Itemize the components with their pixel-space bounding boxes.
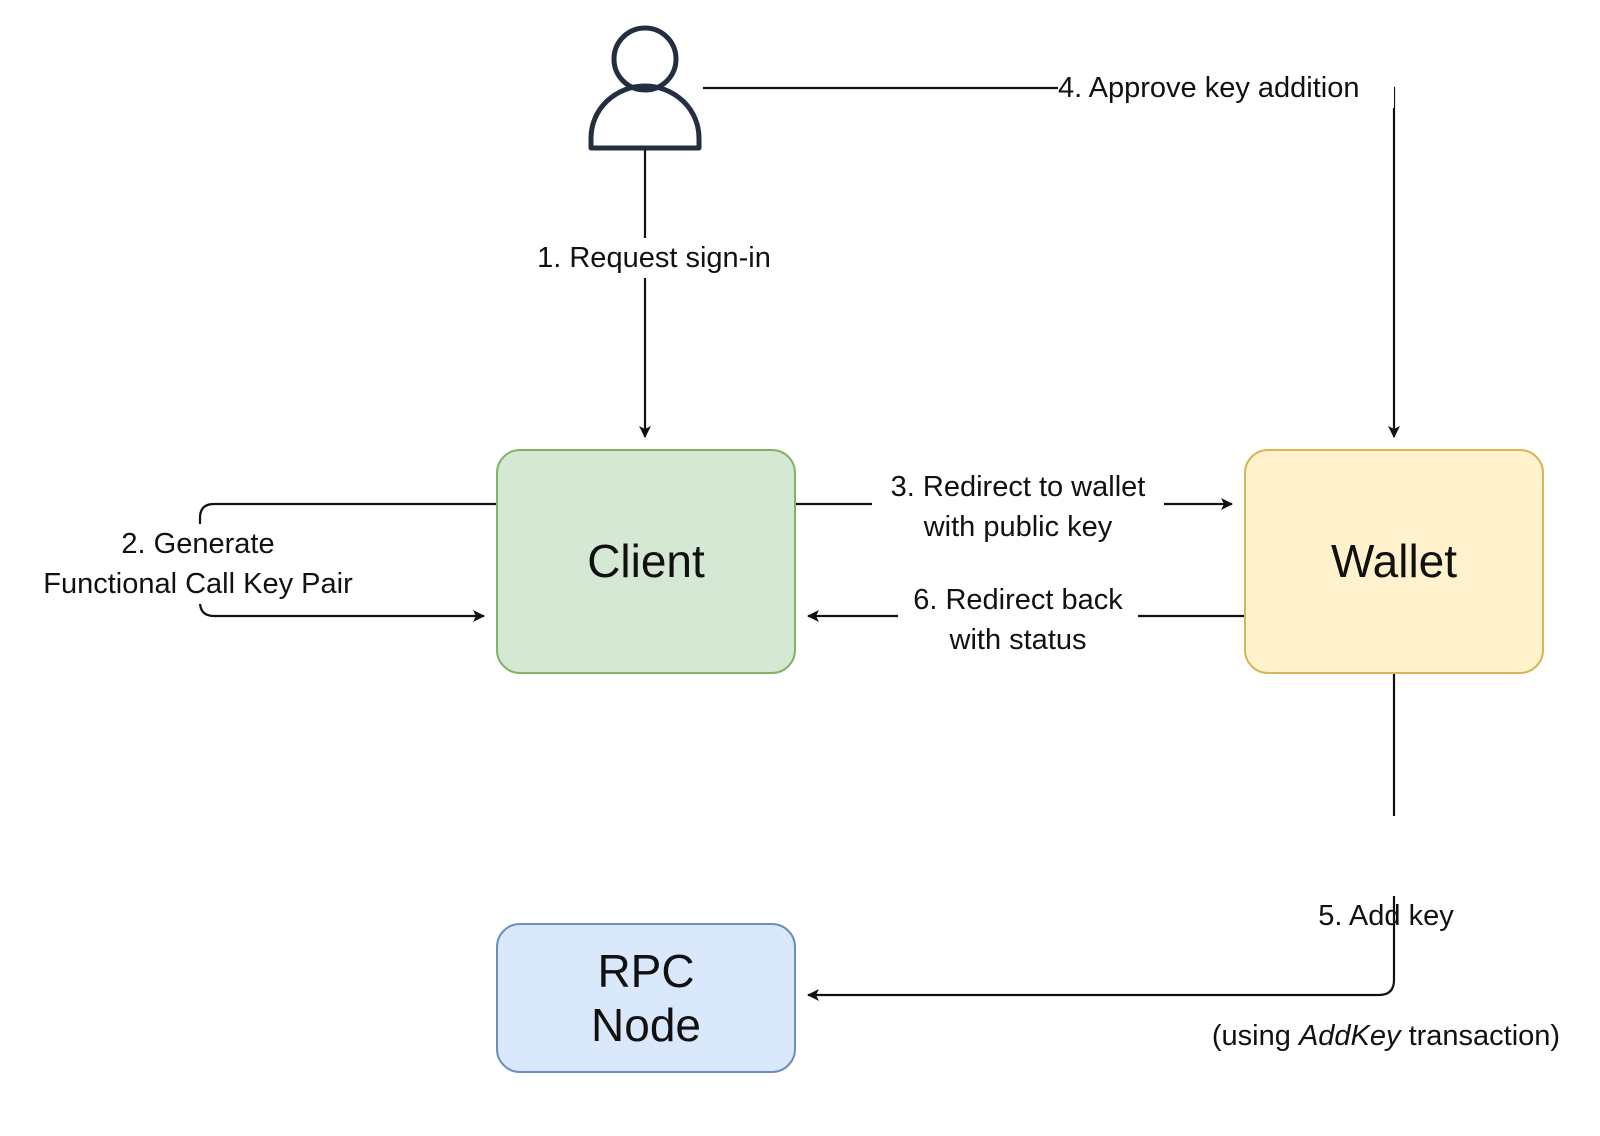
client-node: Client — [496, 449, 796, 674]
rpc-node: RPC Node — [496, 923, 796, 1073]
edge-approve-key — [703, 86, 1400, 438]
edge-label-generate-keypair: 2. Generate Functional Call Key Pair — [24, 524, 372, 604]
edge-label-add-key: 5. Add key (using AddKey transaction) — [1190, 816, 1582, 1052]
add-key-prefix: (using — [1211, 1020, 1299, 1052]
wallet-node: Wallet — [1244, 449, 1544, 674]
user-icon — [588, 25, 702, 151]
rpc-node-label: RPC Node — [591, 944, 701, 1051]
edge-label-approve-key: 4. Approve key addition — [1058, 68, 1394, 108]
sign-in-flow-diagram: Client Wallet RPC Node 1. Request sign-i… — [24, 25, 1582, 1073]
add-key-line-2: (using AddKey transaction) — [1190, 1016, 1582, 1056]
edge-label-redirect-back: 6. Redirect back with status — [898, 580, 1138, 660]
wallet-node-label: Wallet — [1330, 535, 1458, 588]
edge-label-request-signin: 1. Request sign-in — [521, 238, 787, 278]
edge-add-key — [807, 674, 1396, 1001]
add-key-line-1: 5. Add key — [1318, 900, 1454, 932]
client-node-label: Client — [587, 535, 705, 588]
add-key-emphasis: AddKey — [1298, 1020, 1401, 1052]
edge-label-redirect-to-wallet: 3. Redirect to wallet with public key — [872, 467, 1164, 547]
add-key-suffix: transaction) — [1400, 1020, 1561, 1052]
